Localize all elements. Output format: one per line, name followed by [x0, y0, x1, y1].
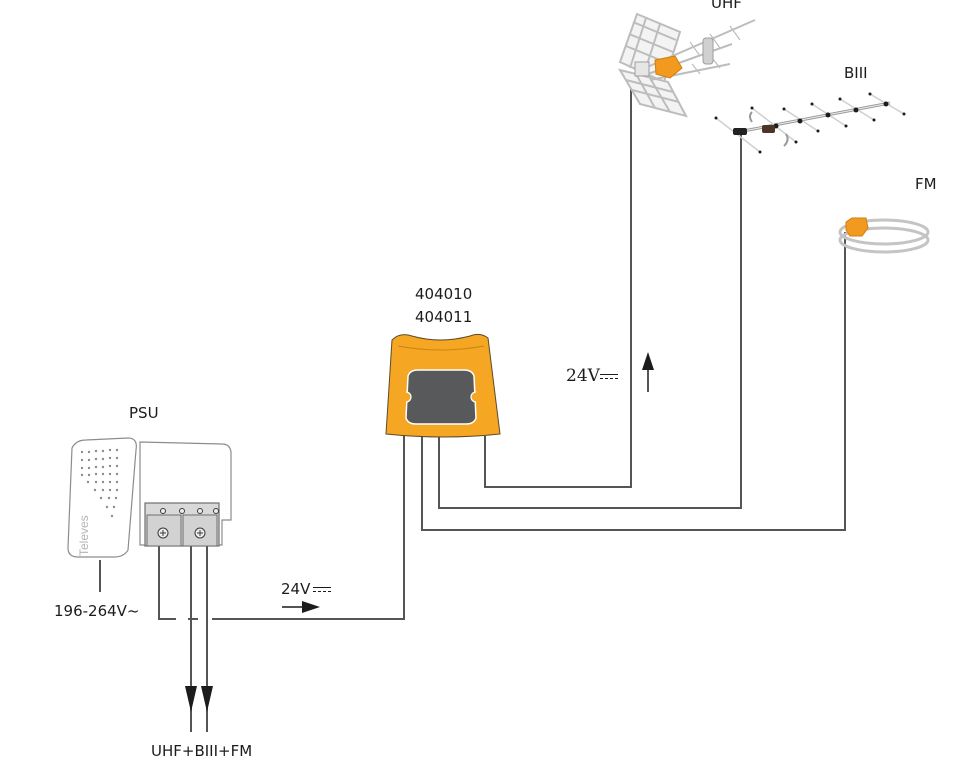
- cables: [99, 78, 846, 732]
- arrow-down-icon: [185, 686, 197, 712]
- arrow-right-icon: [282, 601, 320, 613]
- arrow-up-icon: [642, 352, 654, 392]
- uhf-cable: [484, 78, 632, 488]
- arrow-down-icon: [201, 686, 213, 712]
- mains-voltage-label: 196-264V~: [54, 602, 140, 620]
- dc-voltage-mast-label: 24V: [566, 368, 618, 385]
- dc-voltage-psu-label: 24V: [281, 580, 332, 598]
- biii-cable: [438, 135, 742, 509]
- amplifier-model-2: 404011: [415, 308, 473, 326]
- dc-feed-cable-psu-end: [158, 546, 176, 620]
- dc-voltage-psu-value: 24V: [281, 580, 311, 598]
- biii-label: BIII: [844, 64, 868, 82]
- fm-label: FM: [915, 175, 937, 193]
- uhf-antenna-icon: [617, 12, 756, 118]
- fm-cable: [421, 232, 846, 531]
- mast-amplifier-icon: [385, 333, 501, 438]
- dc-feed-cable: [212, 436, 405, 620]
- dc-symbol-icon: [313, 586, 332, 594]
- dc-voltage-mast-value: 24V: [566, 366, 600, 386]
- biii-antenna-icon: [714, 92, 906, 154]
- amplifier-model-1: 404010: [415, 285, 473, 303]
- psu-icon: Televes: [67, 437, 232, 558]
- uhf-label: UHF: [711, 0, 742, 12]
- psu-label: PSU: [129, 404, 159, 422]
- terminal-screw-icon: [157, 508, 219, 539]
- signal-arrows: [185, 352, 654, 712]
- psu-vent-holes: [80, 448, 119, 518]
- output-label: UHF+BIII+FM: [151, 742, 253, 760]
- psu-brand-text: Televes: [77, 515, 91, 556]
- dc-symbol-icon: [599, 373, 618, 381]
- fm-antenna-icon: [838, 217, 930, 254]
